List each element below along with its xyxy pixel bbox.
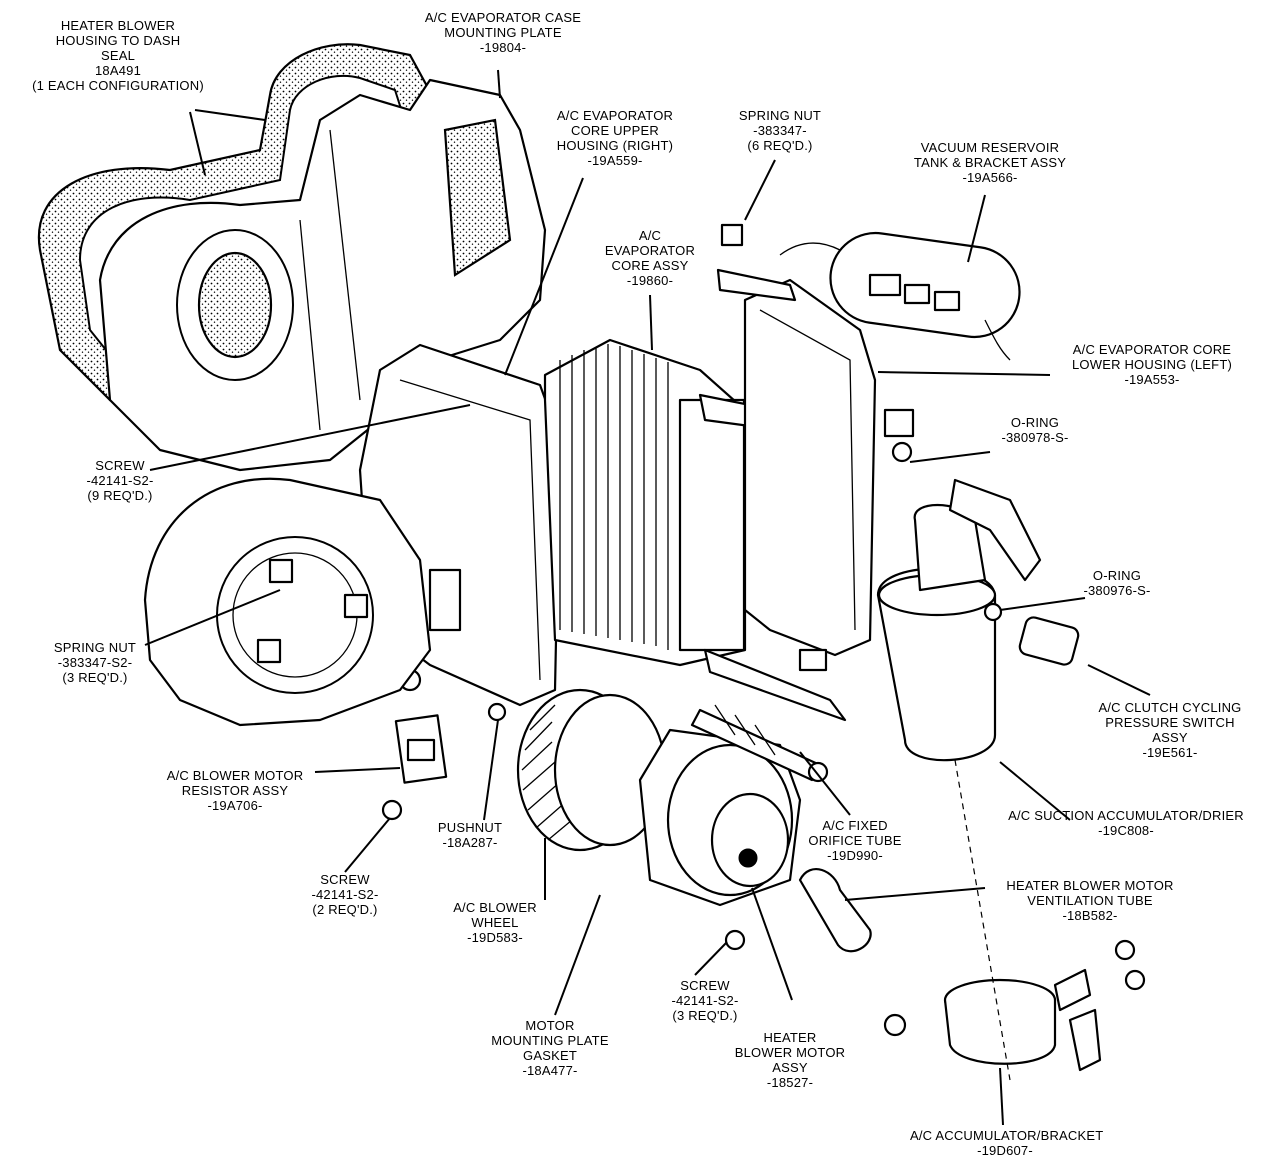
blower-motor-part (638, 728, 802, 951)
label-accumulator-bracket: A/C ACCUMULATOR/BRACKET -19D607- (910, 1128, 1104, 1158)
label-lower-housing: A/C EVAPORATOR CORE LOWER HOUSING (LEFT)… (1071, 342, 1232, 387)
label-mounting-plate: A/C EVAPORATOR CASE MOUNTING PLATE -1980… (424, 10, 582, 55)
orifice-tube-part (690, 704, 829, 783)
vent-tube-part (798, 868, 872, 953)
resistor-part (381, 702, 507, 821)
label-accumulator-drier: A/C SUCTION ACCUMULATOR/DRIER -19C808- (1008, 808, 1244, 838)
leader-lines (144, 69, 1151, 1126)
accumulator-bracket-part (883, 939, 1146, 1072)
label-vent-tube: HEATER BLOWER MOTOR VENTILATION TUBE -18… (1006, 878, 1174, 923)
label-orifice-tube: A/C FIXED ORIFICE TUBE -19D990- (808, 818, 902, 863)
label-screw-left: SCREW -42141-S2- (9 REQ'D.) (86, 458, 154, 503)
label-pushnut: PUSHNUT -18A287- (437, 820, 503, 850)
label-oring-right: O-RING -380976-S- (1083, 568, 1151, 598)
label-spring-nut-left: SPRING NUT -383347-S2- (3 REQ'D.) (53, 640, 137, 685)
label-vacuum-reservoir: VACUUM RESERVOIR TANK & BRACKET ASSY -19… (913, 140, 1067, 185)
mounting-plate-part (98, 78, 547, 472)
blower-wheel-part (516, 688, 667, 852)
label-blower-wheel: A/C BLOWER WHEEL -19D583- (453, 900, 537, 945)
label-resistor: A/C BLOWER MOTOR RESISTOR ASSY -19A706- (166, 768, 304, 813)
label-blower-motor: HEATER BLOWER MOTOR ASSY -18527- (734, 1030, 846, 1090)
lower-housing-part (716, 223, 915, 672)
label-oring-top: O-RING -380978-S- (1001, 415, 1069, 445)
blower-housing-part (143, 477, 432, 727)
label-upper-housing: A/C EVAPORATOR CORE UPPER HOUSING (RIGHT… (556, 108, 674, 168)
label-gasket: MOTOR MOUNTING PLATE GASKET -18A477- (491, 1018, 609, 1078)
label-core-assy: A/C EVAPORATOR CORE ASSY -19860- (604, 228, 696, 288)
evaporator-core-part (543, 338, 847, 722)
vacuum-tank-part (779, 231, 1021, 361)
label-dash-seal: HEATER BLOWER HOUSING TO DASH SEAL 18A49… (32, 18, 204, 93)
label-screw-bottom: SCREW -42141-S2- (3 REQ'D.) (671, 978, 739, 1023)
accumulator-drier-part (876, 441, 1080, 762)
label-screw-lower-left: SCREW -42141-S2- (2 REQ'D.) (311, 872, 379, 917)
label-spring-nut-top: SPRING NUT -383347- (6 REQ'D.) (738, 108, 822, 153)
label-clutch-switch: A/C CLUTCH CYCLING PRESSURE SWITCH ASSY … (1098, 700, 1242, 760)
